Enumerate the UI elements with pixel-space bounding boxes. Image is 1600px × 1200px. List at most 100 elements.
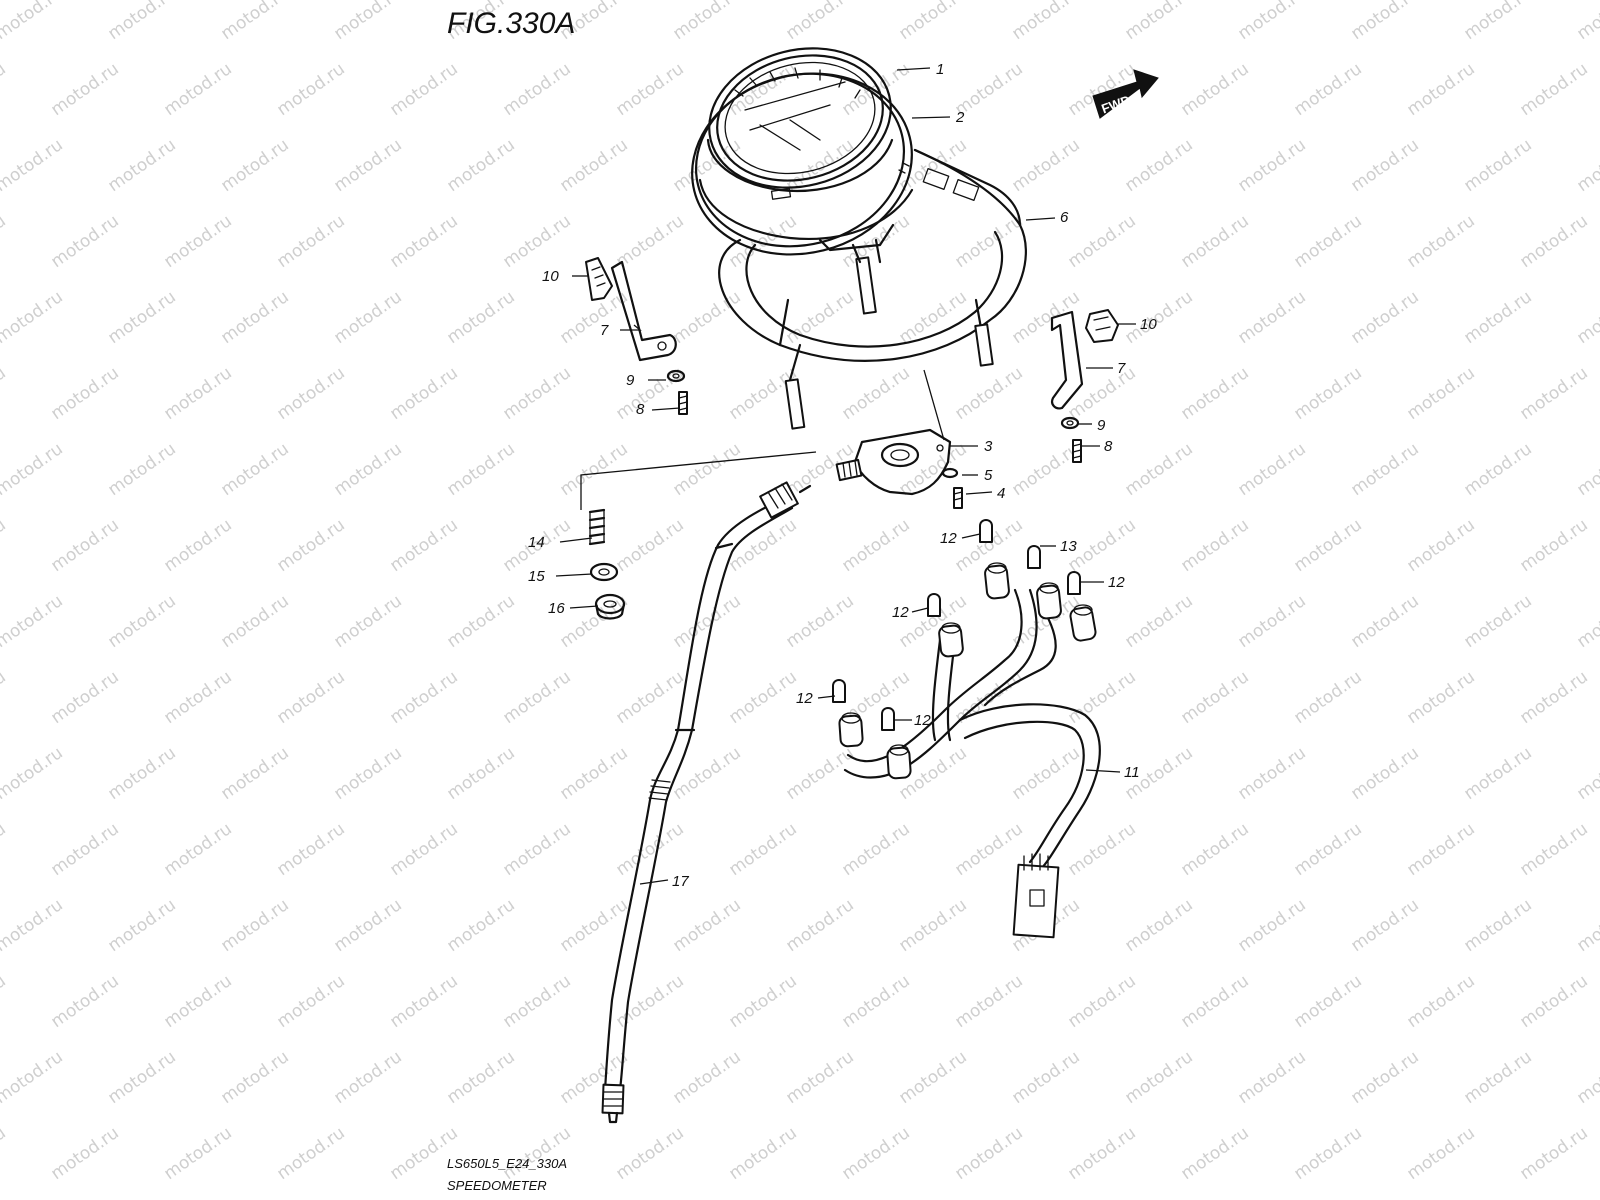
watermark-text: motod.ru — [217, 1047, 292, 1108]
watermark-text: motod.ru — [499, 667, 574, 728]
watermark-text: motod.ru — [330, 743, 405, 804]
watermark-text: motod.ru — [217, 0, 292, 44]
watermark-text: motod.ru — [1516, 819, 1591, 880]
watermark-text: motod.ru — [838, 1123, 913, 1184]
watermark-text: motod.ru — [1121, 1047, 1196, 1108]
callout-5: 5 — [984, 467, 993, 484]
screw-left-part-8[interactable] — [678, 391, 688, 415]
watermark-text: motod.ru — [499, 363, 574, 424]
watermark-text: motod.ru — [499, 1123, 574, 1184]
bulb-part-12[interactable] — [979, 519, 993, 543]
bulb-socket[interactable] — [1036, 582, 1062, 620]
watermark-text: motod.ru — [1234, 287, 1309, 348]
watermark-text: motod.ru — [104, 135, 179, 196]
watermark-text: motod.ru — [1460, 0, 1535, 44]
watermark-text: motod.ru — [1460, 287, 1535, 348]
watermark-text: motod.ru — [1177, 1123, 1252, 1184]
watermark-text: motod.ru — [1516, 211, 1591, 272]
watermark-text: motod.ru — [386, 971, 461, 1032]
watermark-text: motod.ru — [782, 287, 857, 348]
model-code-caption: LS650L5_E24_330A — [447, 1156, 567, 1171]
bulb-socket[interactable] — [938, 622, 964, 658]
watermark-text: motod.ru — [1064, 667, 1139, 728]
watermark-text: motod.ru — [669, 135, 744, 196]
watermark-text: motod.ru — [1234, 0, 1309, 44]
bulb-socket[interactable] — [886, 744, 912, 780]
watermark-text: motod.ru — [273, 211, 348, 272]
watermark-text: motod.ru — [104, 1047, 179, 1108]
callout-10-left: 10 — [542, 268, 559, 285]
bulb-part-13[interactable] — [1027, 545, 1041, 569]
watermark-text: motod.ru — [1234, 135, 1309, 196]
bulb-part-12[interactable] — [881, 707, 895, 731]
watermark-text: motod.ru — [612, 667, 687, 728]
callout-labels: 1 2 6 3 5 4 10 7 9 8 10 7 9 8 11 12 13 1… — [528, 61, 1157, 890]
watermark-text: motod.ru — [499, 971, 574, 1032]
meter-case-part-6[interactable] — [718, 148, 1027, 430]
clip-left-part-10[interactable] — [585, 257, 613, 301]
watermark-text: motod.ru — [0, 211, 10, 272]
watermark-text: motod.ru — [0, 363, 10, 424]
watermark-text: motod.ru — [1064, 819, 1139, 880]
watermark-text: motod.ru — [838, 971, 913, 1032]
watermark-text: motod.ru — [160, 1123, 235, 1184]
watermark-text: motod.ru — [725, 971, 800, 1032]
washer-part-15[interactable] — [589, 562, 619, 582]
watermark-text: motod.ru — [612, 819, 687, 880]
watermark-text: motod.ru — [838, 819, 913, 880]
watermark-text: motod.ru — [330, 591, 405, 652]
speedometer-assembly-part-1[interactable] — [694, 30, 905, 206]
watermark-text: motod.ru — [612, 971, 687, 1032]
watermark-text: motod.ru — [386, 211, 461, 272]
callout-9-right: 9 — [1097, 417, 1106, 434]
wiring-harness-part-11[interactable] — [843, 588, 1101, 939]
washer-left-part-9[interactable] — [666, 369, 686, 383]
bracket-left-part-7[interactable] — [610, 260, 677, 362]
screw-right-part-8[interactable] — [1072, 439, 1082, 463]
watermark-text: motod.ru — [217, 743, 292, 804]
watermark-text: motod.ru — [1121, 895, 1196, 956]
callout-12-a: 12 — [940, 530, 957, 547]
watermark-text: motod.ru — [556, 591, 631, 652]
watermark-text: motod.ru — [47, 667, 122, 728]
watermark-text: motod.ru — [273, 971, 348, 1032]
bezel-ring-part-2[interactable] — [673, 51, 931, 277]
watermark-text: motod.ru — [330, 439, 405, 500]
cable-mount-part-3[interactable] — [835, 428, 952, 496]
bulb-part-12[interactable] — [1067, 571, 1081, 595]
washer-right-part-9[interactable] — [1060, 416, 1080, 430]
bulb-part-12[interactable] — [832, 679, 846, 703]
watermark-text: motod.ru — [1177, 211, 1252, 272]
bulb-socket[interactable] — [1069, 604, 1097, 642]
watermark-text: motod.ru — [669, 1047, 744, 1108]
watermark-text: motod.ru — [1403, 667, 1478, 728]
watermark-text: motod.ru — [1234, 439, 1309, 500]
screw-part-4[interactable] — [953, 487, 963, 509]
spring-part-14[interactable] — [588, 508, 606, 546]
speedometer-cable-part-17[interactable] — [601, 481, 812, 1124]
leader-lines — [555, 67, 1136, 885]
watermark-text: motod.ru — [1177, 363, 1252, 424]
washer-part-5[interactable] — [941, 467, 959, 479]
clip-right-part-10[interactable] — [1085, 309, 1119, 343]
bulb-part-12[interactable] — [927, 593, 941, 617]
bulb-socket[interactable] — [984, 562, 1010, 600]
watermark-text: motod.ru — [1403, 363, 1478, 424]
bulb-socket[interactable] — [838, 712, 864, 748]
grommet-part-16[interactable] — [594, 593, 626, 620]
watermark-text: motod.ru — [0, 439, 67, 500]
bracket-right-part-7[interactable] — [1050, 310, 1084, 410]
watermark-text: motod.ru — [1008, 135, 1083, 196]
watermark-text: motod.ru — [1290, 59, 1365, 120]
watermark-text: motod.ru — [160, 211, 235, 272]
watermark-text: motod.ru — [0, 0, 67, 44]
watermark-text: motod.ru — [386, 59, 461, 120]
callout-9-left: 9 — [626, 372, 635, 389]
watermark-text: motod.ru — [782, 1047, 857, 1108]
watermark-text: motod.ru — [612, 1123, 687, 1184]
callout-15: 15 — [528, 568, 545, 585]
callout-8-right: 8 — [1104, 438, 1113, 455]
watermark-text: motod.ru — [951, 971, 1026, 1032]
callout-4: 4 — [997, 485, 1005, 502]
